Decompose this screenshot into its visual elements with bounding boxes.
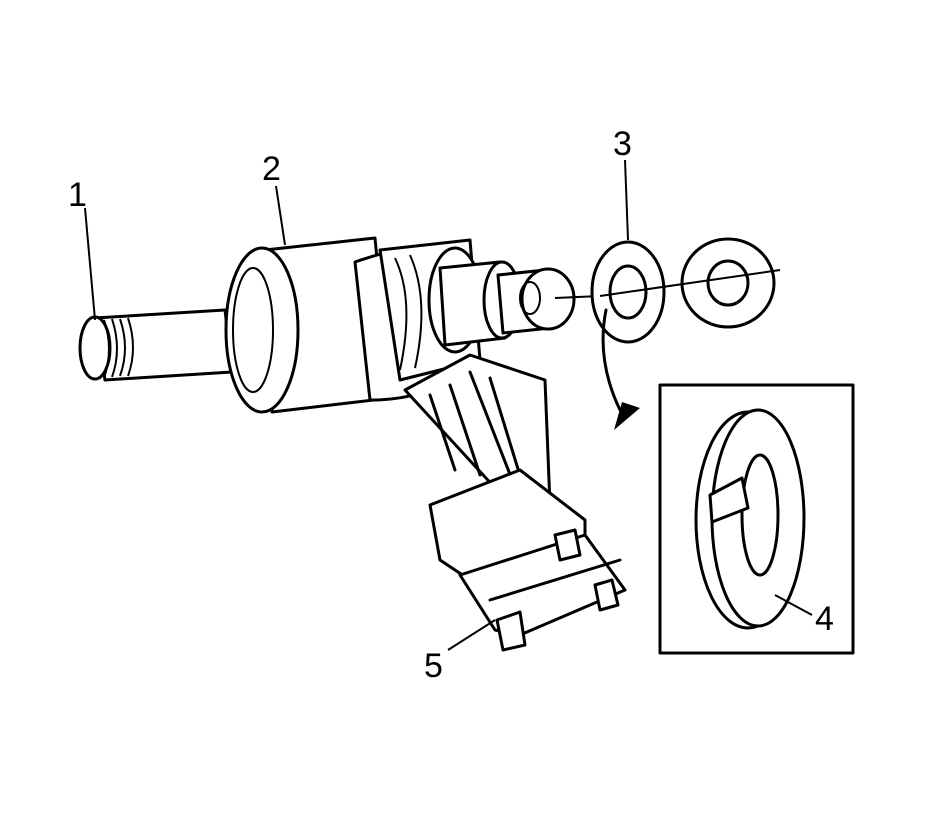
detail-inset — [658, 383, 855, 655]
callout-3-label: 3 — [613, 125, 632, 163]
injector-body — [224, 236, 601, 414]
callout-2-label: 2 — [262, 150, 281, 188]
callout-4-label: 4 — [815, 600, 834, 638]
callout-5-label: 5 — [424, 647, 443, 685]
injector-nozzle — [78, 308, 234, 382]
electrical-connector — [403, 353, 627, 652]
callouts: 1 2 3 4 5 — [68, 125, 834, 685]
leader-lines — [84, 159, 813, 651]
callout-1-label: 1 — [68, 176, 87, 214]
seal-washer — [590, 237, 781, 430]
